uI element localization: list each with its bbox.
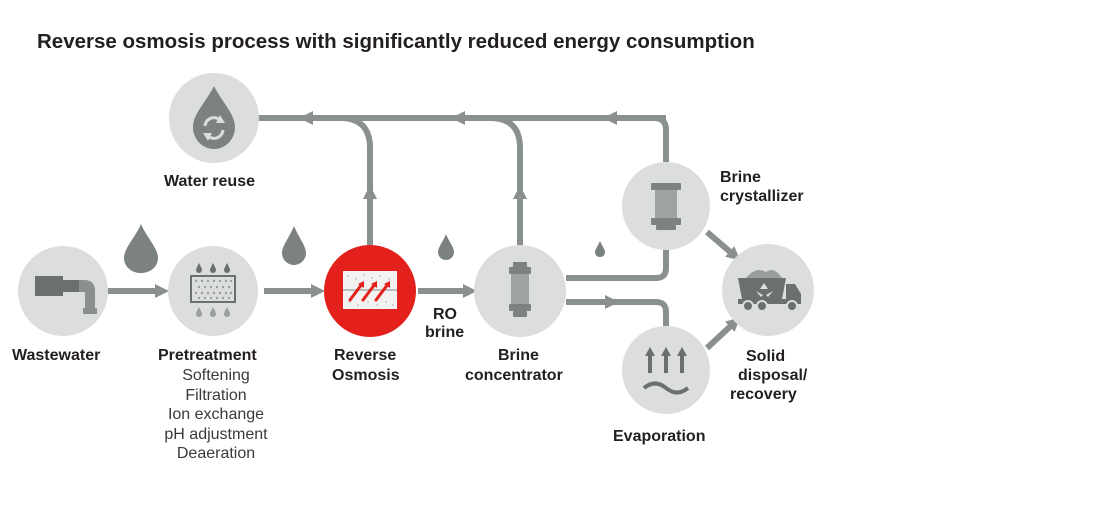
dump-truck-icon xyxy=(738,270,801,312)
flow-crystallizer-up xyxy=(653,115,669,162)
brine-concentrator-label-2: concentrator xyxy=(465,367,563,384)
brine-concentrator-label-1: Brine xyxy=(498,347,539,364)
brine-crystallizer-node xyxy=(622,162,710,250)
evaporation-icon xyxy=(642,347,690,395)
pretreatment-step: Deaeration xyxy=(176,445,256,463)
flow-concentrator-to-evaporation xyxy=(566,299,669,326)
pretreatment-label: Pretreatment xyxy=(158,347,257,364)
drop-icon-tiny xyxy=(595,241,605,257)
water-reuse-node xyxy=(169,73,259,163)
pretreatment-node xyxy=(168,246,258,336)
pipe-icon xyxy=(35,276,97,314)
brine-crystallizer-label-2: crystallizer xyxy=(720,188,804,205)
pretreatment-step: Softening xyxy=(182,367,250,384)
evaporation-node xyxy=(622,326,710,414)
wastewater-node xyxy=(18,246,108,336)
pretreatment-step: Ion exchange xyxy=(167,406,265,424)
flow-ro-up xyxy=(339,115,373,246)
crystallizer-icon xyxy=(651,183,681,230)
pretreatment-steps: Softening Filtration Ion exchange pH adj… xyxy=(155,366,277,464)
pretreatment-step: Filtration xyxy=(185,386,247,404)
brine-crystallizer-label-1: Brine xyxy=(720,169,761,186)
drop-icon-large xyxy=(124,224,158,273)
flow-evaporation-to-disposal xyxy=(704,317,741,351)
reverse-osmosis-label-1: Reverse xyxy=(334,347,397,364)
wastewater-label: Wastewater xyxy=(12,347,101,364)
concentrator-icon xyxy=(509,262,531,317)
reverse-osmosis-label-2: Osmosis xyxy=(332,367,400,384)
flow-concentrator-to-crystallizer xyxy=(566,248,669,281)
pretreatment-step: pH adjustment xyxy=(164,425,268,443)
ro-brine-label-2: brine xyxy=(425,324,465,341)
drop-icon-medium xyxy=(282,226,306,265)
flow-crystallizer-to-disposal xyxy=(705,229,741,261)
flow-concentrator-up xyxy=(489,115,523,246)
filter-icon xyxy=(190,263,236,317)
ro-brine-label-1: RO xyxy=(433,306,457,323)
diagram-title: Reverse osmosis process with significant… xyxy=(37,30,755,53)
evaporation-label: Evaporation xyxy=(613,428,706,445)
solid-disposal-label-2: disposal/ xyxy=(738,367,808,384)
water-reuse-icon xyxy=(193,86,235,149)
membrane-icon xyxy=(343,271,397,309)
solid-disposal-label-3: recovery xyxy=(730,386,797,403)
reverse-osmosis-node xyxy=(324,245,416,337)
drop-icon-small xyxy=(438,234,454,260)
solid-disposal-node xyxy=(722,244,814,336)
solid-disposal-label-1: Solid xyxy=(746,348,786,365)
water-reuse-label: Water reuse xyxy=(164,173,255,190)
brine-concentrator-node xyxy=(474,245,566,337)
